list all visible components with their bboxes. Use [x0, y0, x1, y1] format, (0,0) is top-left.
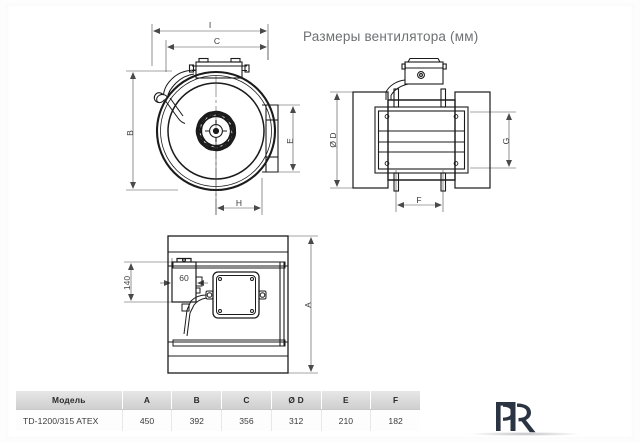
table-header-d: Ø D [271, 391, 322, 410]
drawing-sheet [6, 4, 634, 439]
dimensions-table: Модель A B C Ø D E F TD-1200/315 ATEX 45… [16, 391, 420, 431]
page-title: Размеры вентилятора (мм) [303, 29, 479, 44]
pr-monogram-icon [496, 402, 536, 433]
cell-b: 392 [171, 409, 223, 431]
logo-shadow [470, 432, 580, 436]
cell-e: 210 [321, 409, 372, 431]
cell-c: 356 [221, 409, 272, 431]
table-row: TD-1200/315 ATEX 450 392 356 312 210 182 [16, 409, 420, 431]
table-header-f: F [370, 391, 420, 410]
table-header-b: B [171, 391, 223, 410]
table-header-row: Модель A B C Ø D E F [16, 391, 420, 410]
cell-d: 312 [271, 409, 322, 431]
table-header-model: Модель [16, 391, 123, 410]
table-header-e: E [321, 391, 372, 410]
brand-logo [470, 398, 580, 442]
table-header-a: A [122, 391, 173, 410]
cell-f: 182 [370, 409, 420, 431]
cell-a: 450 [122, 409, 173, 431]
cell-model: TD-1200/315 ATEX [16, 409, 123, 431]
table-header-c: C [221, 391, 272, 410]
